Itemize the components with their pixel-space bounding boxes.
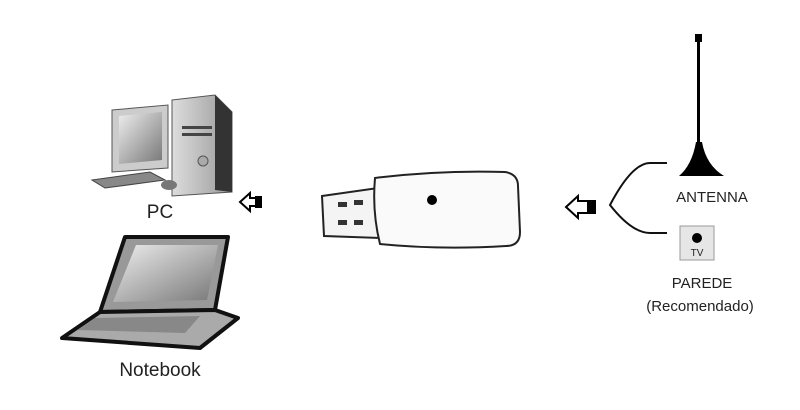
wall-label: PAREDE [671,275,733,292]
arrow-left-icon [564,193,596,221]
pc-icon [90,94,233,197]
antenna-icon [679,34,724,176]
arrow-left-icon [238,190,262,214]
pc-label: PC [146,202,174,223]
notebook-icon [60,235,240,350]
usb-tv-stick-icon [320,170,522,249]
recommended-label: (Recomendado) [646,298,754,315]
connector-fork [608,162,667,234]
antenna-label: ANTENNA [676,189,748,206]
tv-socket-label: TV [691,248,704,259]
notebook-label: Notebook [119,360,201,381]
tv-wall-socket-icon: TV [679,225,715,261]
